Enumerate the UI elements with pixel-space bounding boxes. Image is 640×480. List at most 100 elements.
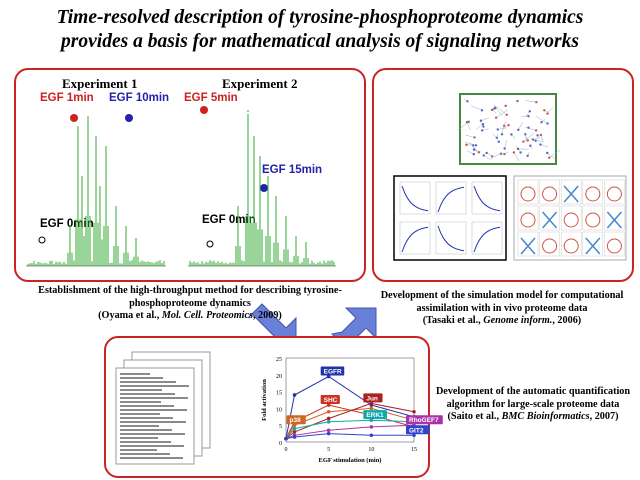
- network-node: [485, 151, 488, 155]
- network-node: [474, 144, 478, 147]
- variant-cell: [517, 231, 539, 257]
- series-point-GIT2: [369, 433, 374, 438]
- network-node: [526, 139, 530, 142]
- network-node: [536, 134, 539, 137]
- caption-right-citation: (Tasaki et al., Genome inform., 2006): [422, 315, 582, 326]
- network-edge: [497, 106, 507, 115]
- network-node: [479, 119, 483, 122]
- variant-cycle: [563, 238, 579, 254]
- network-node: [527, 126, 530, 129]
- caption-left-line-1: Establishment of the high-throughput met…: [38, 285, 342, 296]
- network-node: [534, 129, 538, 132]
- network-node: [500, 133, 504, 136]
- variant-cell: [539, 231, 560, 257]
- series-tag-SHC: [320, 395, 340, 405]
- exp1-markers: [38, 114, 133, 244]
- caption-bottom-line-1: Development of the automatic quantificat…: [435, 386, 631, 397]
- network-node: [505, 113, 509, 116]
- series-point-Jun: [292, 430, 297, 434]
- network-edge: [504, 140, 507, 149]
- network-node: [482, 125, 485, 128]
- network-edge: [492, 133, 500, 142]
- network-node: [539, 143, 542, 146]
- network-node: [546, 112, 549, 115]
- network-edge: [497, 127, 508, 130]
- mini-plot-curve: [473, 185, 501, 212]
- title-line-1: Time-resolved description of tyrosine-ph…: [56, 7, 584, 28]
- exp1-egf-10min-label: EGF 10min: [109, 92, 170, 104]
- network-node: [494, 116, 498, 119]
- page-title: Time-resolved description of tyrosine-ph…: [0, 6, 640, 54]
- network-node: [480, 129, 484, 132]
- variant-cell: [539, 205, 560, 231]
- series-point-p38: [369, 406, 374, 411]
- experiment-panel: Experiment 1 Experiment 2 EGF 1min EGF 1…: [14, 68, 366, 282]
- variant-cross-b: [520, 237, 536, 255]
- network-and-simulation-figure: [393, 93, 627, 261]
- experiment-2-heading: Experiment 2: [222, 76, 298, 91]
- series-label-p38: p38: [290, 417, 302, 424]
- variant-cell: [560, 231, 582, 257]
- caption-right-line-1: Development of the simulation model for …: [380, 290, 624, 301]
- series-label-RhoGEF7: RhoGEF7: [409, 417, 439, 424]
- network-edge: [528, 128, 537, 131]
- network-node: [548, 156, 551, 159]
- network-node: [517, 128, 520, 132]
- network-edge: [465, 134, 475, 138]
- experiment-1-heading: Experiment 1: [62, 76, 138, 91]
- network-edge: [549, 149, 561, 158]
- network-edge: [495, 109, 508, 118]
- series-point-ERK1: [326, 420, 331, 424]
- variant-cycle: [520, 212, 536, 228]
- network-node: [539, 133, 543, 137]
- network-node: [494, 106, 497, 109]
- network-edge: [523, 133, 534, 142]
- variant-cross-b: [606, 211, 622, 229]
- network-node: [543, 109, 546, 112]
- caption-bottom: Development of the automatic quantificat…: [428, 386, 638, 424]
- series-tag-ERK1: [363, 410, 387, 420]
- exp1-egf-1min-label: EGF 1min: [40, 92, 94, 104]
- exp2-spectrum: [189, 116, 335, 266]
- series-label-GIT2: GIT2: [409, 427, 424, 434]
- variant-cycle: [542, 186, 558, 202]
- table-sheet-rows: [120, 373, 189, 459]
- mini-plot-frame: [399, 181, 431, 215]
- exp2-markers: [200, 106, 268, 248]
- network-edge: [535, 140, 543, 142]
- mass-spectra-figure: [26, 106, 336, 267]
- network-edge: [495, 107, 503, 116]
- network-edge: [467, 150, 474, 155]
- series-label-EGFR: EGFR: [324, 368, 342, 375]
- variant-cell: [560, 179, 582, 205]
- network-edge: [518, 121, 523, 130]
- mini-plot-frame: [399, 221, 431, 255]
- network-node: [473, 136, 476, 139]
- chart-plot-area: [285, 357, 415, 443]
- caption-right: Development of the simulation model for …: [368, 290, 636, 328]
- network-node: [510, 133, 513, 136]
- network-edge: [540, 144, 549, 148]
- series-point-p38: [292, 423, 297, 427]
- network-node: [503, 152, 506, 156]
- variant-cell: [604, 179, 625, 205]
- network-node: [499, 152, 503, 155]
- network-node: [481, 122, 485, 126]
- network-node: [503, 147, 506, 150]
- exp2-egf-0min-label: EGF 0min: [202, 214, 256, 226]
- variant-cycle: [606, 238, 622, 254]
- y-tick-label: 0: [279, 441, 282, 447]
- variant-cross-b: [542, 211, 558, 229]
- variant-cell: [517, 179, 539, 205]
- mini-plot-curve: [401, 226, 429, 253]
- y-tick-label: 25: [276, 357, 282, 363]
- exp2-blue-marker: [260, 184, 268, 192]
- series-point-Jun: [326, 416, 331, 421]
- exp1-blue-marker: [125, 114, 133, 122]
- variant-cell: [582, 231, 604, 257]
- network-edge: [483, 155, 491, 160]
- exp2-egf-5min-label: EGF 5min: [184, 92, 238, 104]
- series-tag-RhoGEF7: [406, 415, 443, 425]
- variant-cell: [582, 179, 604, 205]
